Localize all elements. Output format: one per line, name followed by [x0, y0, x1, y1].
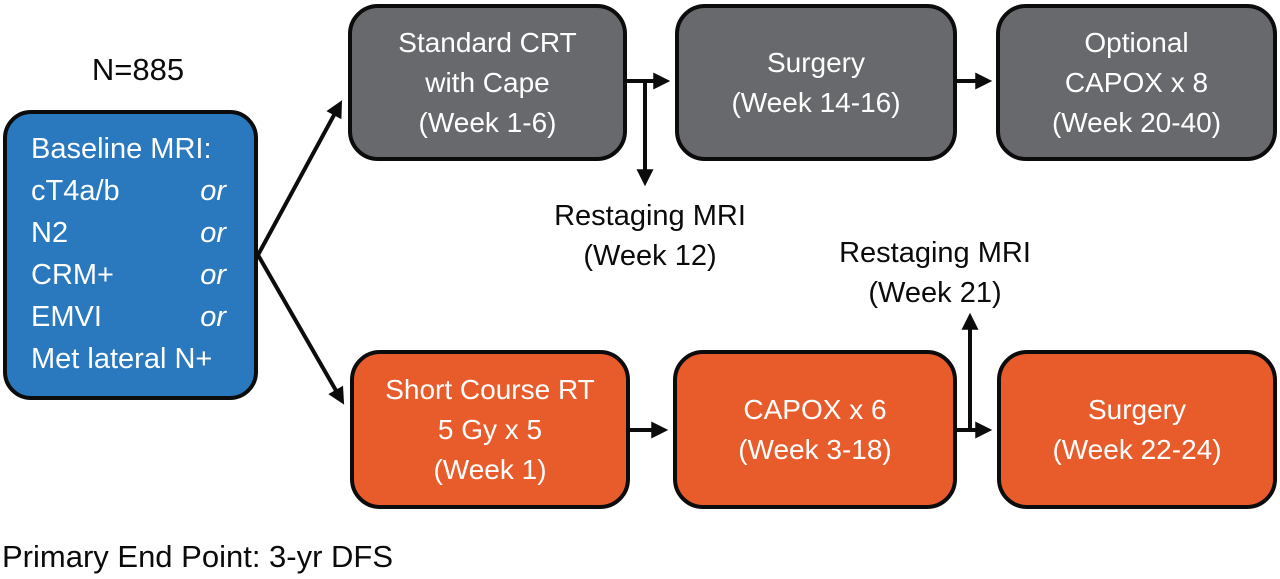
label-line: (Week 21) [868, 277, 1002, 309]
optional-capox-box: Optional CAPOX x 8 (Week 20-40) [996, 4, 1277, 161]
label-line: Restaging MRI [839, 237, 1031, 269]
criterion-name: Met lateral N+ [31, 343, 213, 375]
enrollment-count-label: N=885 [91, 52, 185, 87]
standard-surgery-box: Surgery (Week 14-16) [675, 4, 957, 161]
criterion-name: EMVI [31, 301, 102, 333]
restaging-mri-week21-label: Restaging MRI (Week 21) [801, 233, 1069, 313]
box-text-line: (Week 3-18) [738, 433, 892, 465]
criterion-conjunction: or [200, 175, 226, 207]
box-text-line: (Week 14-16) [731, 86, 901, 118]
criterion-name: N2 [31, 217, 69, 249]
criterion-row: CRM+ or [31, 254, 226, 296]
criterion-conjunction: or [200, 259, 226, 291]
criterion-name: CRM+ [31, 259, 114, 291]
box-text-line: Standard CRT [398, 26, 577, 58]
box-text-line: CAPOX x 8 [1064, 66, 1209, 98]
experimental-surgery-box: Surgery (Week 22-24) [997, 350, 1277, 509]
criterion-row: N2 or [31, 212, 226, 254]
label-line: (Week 12) [583, 240, 717, 272]
arrow-baseline-to-experimental-arm [256, 254, 345, 405]
box-text-line: Surgery [766, 46, 866, 78]
criterion-row: Met lateral N+ [31, 338, 226, 380]
arrow-baseline-to-standard-arm [256, 100, 343, 256]
box-text-line: (Week 22-24) [1052, 433, 1222, 465]
criterion-row: cT4a/b or [31, 170, 226, 212]
baseline-mri-box: Baseline MRI: cT4a/b or N2 or CRM+ or EM… [3, 110, 258, 400]
short-course-rt-box: Short Course RT 5 Gy x 5 (Week 1) [350, 350, 630, 509]
restaging-mri-week12-label: Restaging MRI (Week 12) [516, 196, 784, 276]
primary-endpoint-label: Primary End Point: 3-yr DFS [2, 539, 394, 574]
box-text-line: CAPOX x 6 [743, 393, 887, 425]
label-line: Restaging MRI [554, 200, 746, 232]
criterion-name: cT4a/b [31, 175, 120, 207]
box-text-line: Surgery [1087, 393, 1187, 425]
standard-crt-box: Standard CRT with Cape (Week 1-6) [348, 4, 627, 161]
box-text-line: (Week 1-6) [418, 106, 557, 138]
box-text-line: Short Course RT [385, 373, 595, 405]
criterion-conjunction: or [200, 217, 226, 249]
box-text-line: (Week 1) [433, 453, 547, 485]
box-text-line: 5 Gy x 5 [437, 413, 543, 445]
baseline-mri-title: Baseline MRI: [31, 133, 212, 165]
capox6-box: CAPOX x 6 (Week 3-18) [673, 350, 957, 509]
criterion-row: EMVI or [31, 296, 226, 338]
box-text-line: (Week 20-40) [1051, 106, 1222, 138]
criterion-conjunction: or [200, 301, 226, 333]
box-text-line: with Cape [425, 66, 550, 98]
box-text-line: Optional [1084, 26, 1189, 58]
